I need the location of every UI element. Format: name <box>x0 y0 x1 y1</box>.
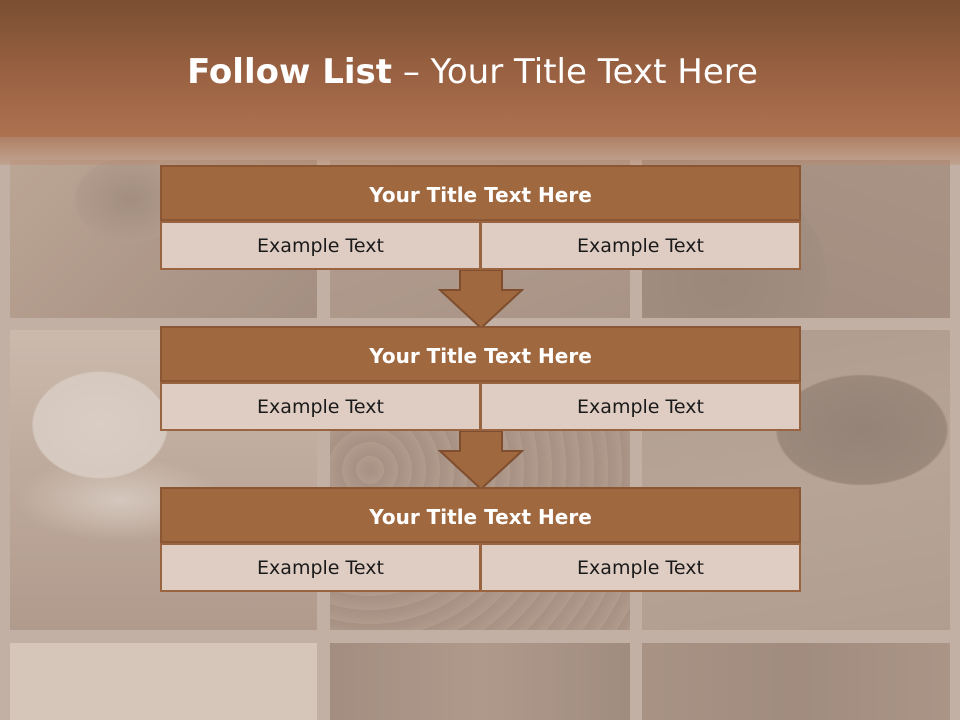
step-cell-left[interactable]: Example Text <box>160 543 481 592</box>
step-2: Your Title Text Here Example Text Exampl… <box>160 326 801 431</box>
page-title[interactable]: Follow List – Your Title Text Here <box>0 52 945 92</box>
step-row: Example Text Example Text <box>160 221 801 270</box>
step-cell-right[interactable]: Example Text <box>481 382 801 431</box>
step-row: Example Text Example Text <box>160 543 801 592</box>
banner-fade <box>0 137 960 165</box>
step-row: Example Text Example Text <box>160 382 801 431</box>
step-title[interactable]: Your Title Text Here <box>160 487 801 543</box>
step-cell-left[interactable]: Example Text <box>160 382 481 431</box>
title-bold-part: Follow List <box>187 52 393 92</box>
step-title[interactable]: Your Title Text Here <box>160 326 801 382</box>
down-arrow-icon[interactable] <box>438 270 524 330</box>
step-title[interactable]: Your Title Text Here <box>160 165 801 221</box>
step-1: Your Title Text Here Example Text Exampl… <box>160 165 801 270</box>
step-3: Your Title Text Here Example Text Exampl… <box>160 487 801 592</box>
title-banner: Follow List – Your Title Text Here <box>0 0 960 137</box>
step-cell-right[interactable]: Example Text <box>481 543 801 592</box>
title-rest-part: – Your Title Text Here <box>392 52 758 92</box>
step-cell-right[interactable]: Example Text <box>481 221 801 270</box>
down-arrow-icon[interactable] <box>438 431 524 491</box>
step-cell-left[interactable]: Example Text <box>160 221 481 270</box>
